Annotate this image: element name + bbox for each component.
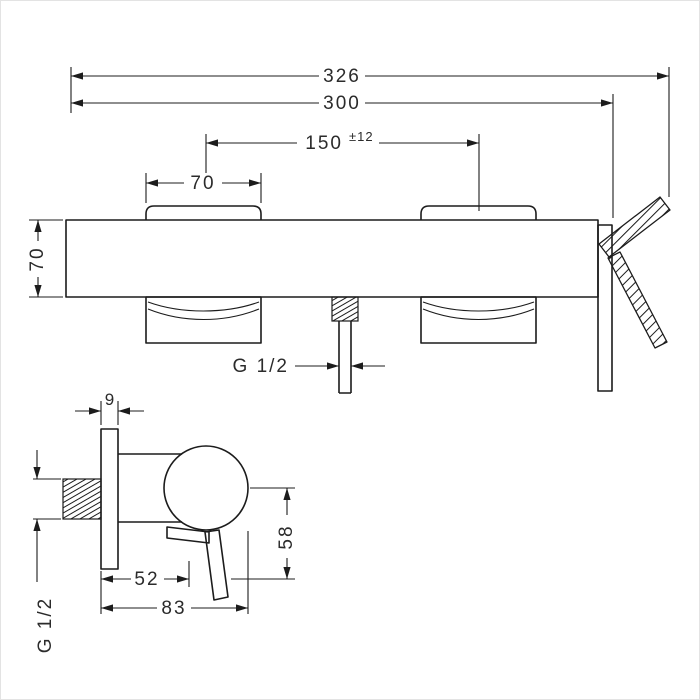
mixer-body	[65, 219, 599, 298]
right-escutcheon-contour	[422, 301, 535, 320]
inlet-thread-label: G 1/2	[35, 597, 56, 653]
inlet-thread	[62, 478, 102, 520]
left-escutcheon-contour	[147, 301, 260, 320]
handle-hub	[166, 526, 210, 544]
left-escutcheon-top	[145, 205, 262, 220]
outlet-pipe	[338, 321, 352, 394]
side-view: 9 52 83 58 G 1/2	[33, 390, 297, 653]
outlet-thread-label-group: G 1/2	[233, 356, 385, 377]
dim-70-height: 70	[27, 219, 63, 298]
inlet-thread-label-group: G 1/2	[33, 450, 61, 653]
dim-tolerance-text: ±12	[349, 129, 374, 144]
left-escutcheon	[145, 296, 262, 344]
dim-text: 150	[305, 133, 343, 154]
outlet-thread	[331, 296, 359, 322]
dim-text: 70	[190, 173, 215, 194]
extension-lines	[145, 173, 262, 203]
body-outline	[118, 453, 182, 523]
extension-lines	[33, 478, 61, 520]
right-escutcheon	[420, 296, 537, 344]
dim-text: 300	[323, 93, 361, 114]
dim-58: 58	[231, 487, 297, 580]
dim-text: 52	[134, 569, 159, 590]
dim-300: 300	[71, 93, 614, 218]
body-circle	[163, 445, 249, 531]
handle-lever-open-arm	[607, 251, 668, 349]
dim-326: 326	[70, 66, 670, 197]
wall-plate	[100, 428, 119, 570]
front-view: 326 300 150 ±12 70 70	[27, 66, 671, 394]
dim-70-width: 70	[145, 173, 262, 203]
handle-lever-down	[597, 224, 613, 392]
dim-text: 83	[161, 598, 186, 619]
dim-text: 326	[323, 66, 361, 87]
dim-text: 70	[27, 246, 48, 271]
dim-text: 9	[105, 390, 115, 409]
dim-150: 150 ±12	[205, 129, 480, 211]
dim-83: 83	[101, 531, 249, 619]
outlet-thread-label: G 1/2	[233, 356, 289, 377]
handle-lever-side	[204, 529, 229, 601]
handle-lever-open-grip	[598, 196, 671, 258]
dim-text: 58	[276, 524, 297, 549]
dim-9: 9	[75, 390, 144, 425]
